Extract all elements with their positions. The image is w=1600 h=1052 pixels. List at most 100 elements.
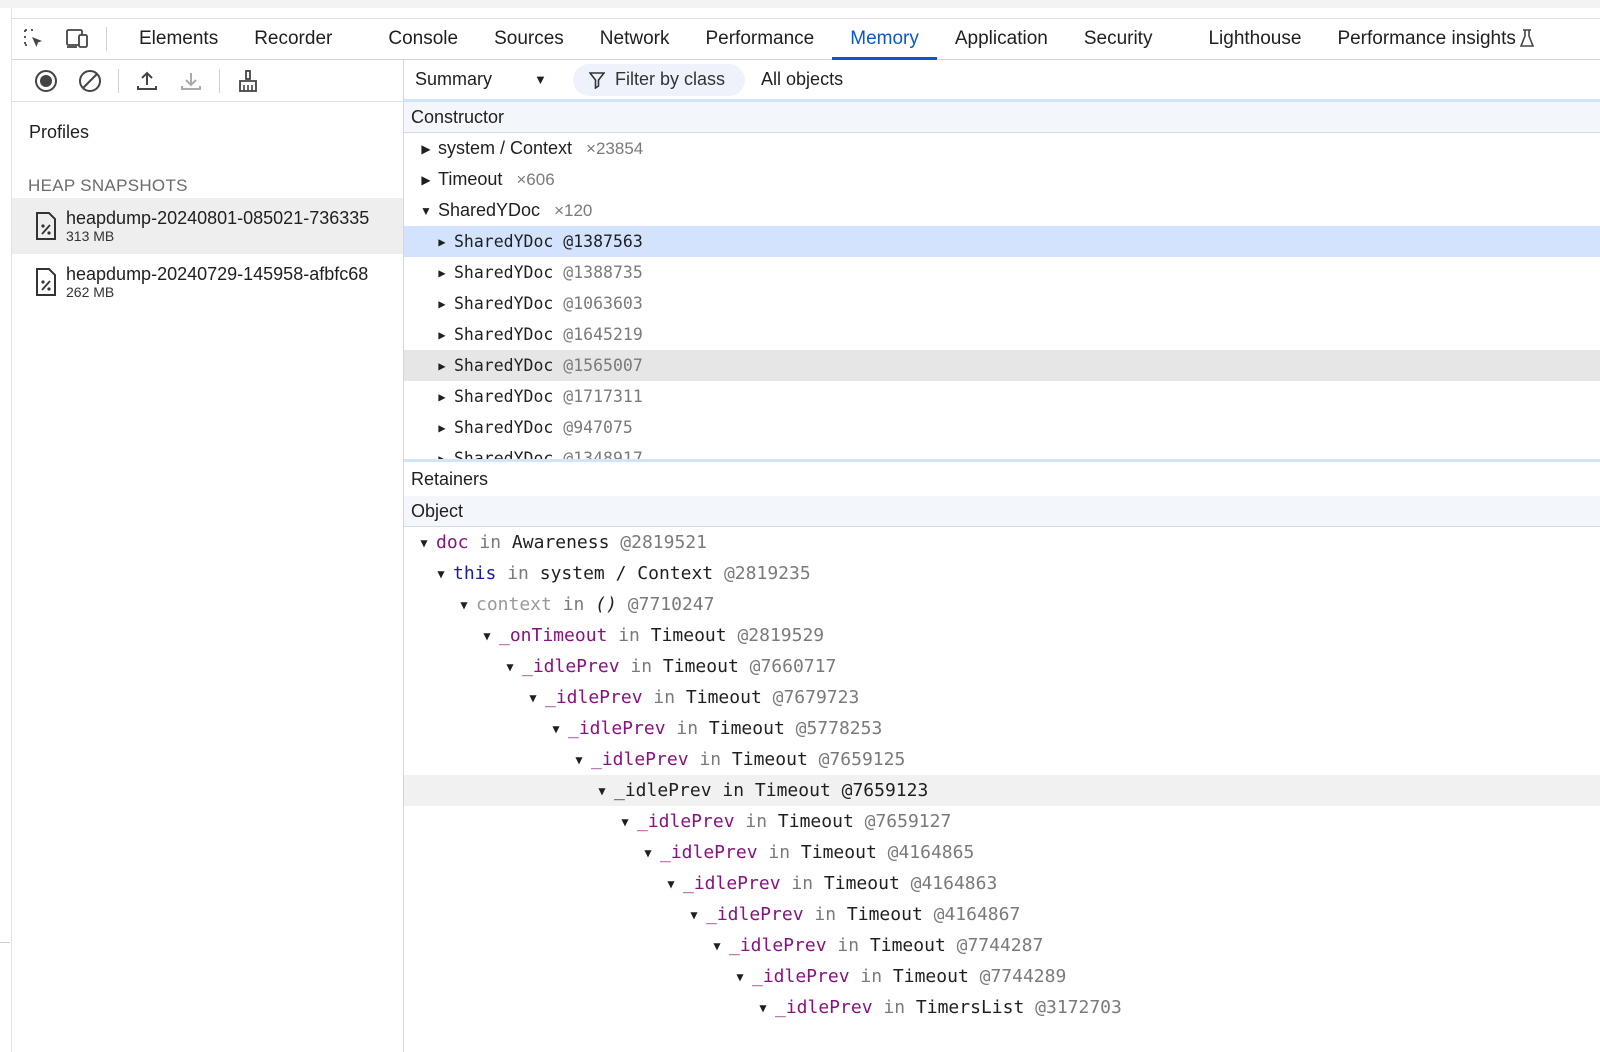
constructor-group-row[interactable]: ▶ Timeout ×606: [404, 164, 1600, 195]
collapse-triangle-icon[interactable]: ▼: [506, 659, 514, 674]
retainer-owner: (): [595, 594, 617, 615]
expand-triangle-icon[interactable]: ▶: [421, 172, 431, 187]
collapse-triangle-icon[interactable]: ▼: [483, 628, 491, 643]
collapse-triangle-icon[interactable]: ▼: [644, 845, 652, 860]
tab-console[interactable]: Console: [388, 28, 459, 49]
retainer-row[interactable]: ▼ _idlePrev in TimersList @3172703: [404, 992, 1600, 1023]
constructor-group-row[interactable]: ▶ system / Context ×23854: [404, 133, 1600, 164]
filter-by-class-button[interactable]: Filter by class: [573, 63, 746, 96]
tab-performance[interactable]: Performance: [705, 28, 815, 49]
instance-id: @1348917: [563, 449, 643, 462]
load-profile-icon[interactable]: [125, 61, 169, 101]
object-column-header[interactable]: Object: [404, 496, 1600, 527]
expand-triangle-icon[interactable]: ▶: [438, 265, 446, 280]
tab-performance-insights[interactable]: Performance insights: [1337, 28, 1516, 49]
retainer-row[interactable]: ▼ this in system / Context @2819235: [404, 558, 1600, 589]
collapse-triangle-icon[interactable]: ▼: [736, 969, 744, 984]
collapse-triangle-icon[interactable]: ▼: [529, 690, 537, 705]
retainer-row[interactable]: ▼ context in () @7710247: [404, 589, 1600, 620]
expand-triangle-icon[interactable]: ▶: [438, 358, 446, 373]
retainer-row[interactable]: ▼ _idlePrev in Timeout @7659123: [404, 775, 1600, 806]
view-toolbar: Summary ▼ Filter by class All objects: [404, 60, 1600, 102]
instance-row[interactable]: ▶ SharedYDoc @947075: [404, 412, 1600, 443]
object-scope-select[interactable]: All objects: [761, 69, 844, 89]
tab-recorder[interactable]: Recorder: [254, 28, 333, 49]
constructor-list: ▶ system / Context ×23854 ▶ Timeout ×606…: [404, 133, 1600, 462]
device-toolbar-icon[interactable]: [56, 19, 100, 59]
tab-application[interactable]: Application: [954, 28, 1048, 49]
tab-memory[interactable]: Memory: [832, 19, 937, 60]
snapshot-item[interactable]: heapdump-20240729-145958-afbfc68 262 MB: [12, 254, 403, 310]
retainer-id: @7744289: [979, 966, 1067, 987]
instance-row[interactable]: ▶ SharedYDoc @1348917: [404, 443, 1600, 462]
inspect-element-icon[interactable]: [12, 19, 56, 59]
in-keyword: in: [699, 749, 722, 770]
constructor-group-row[interactable]: ▼ SharedYDoc ×120: [404, 195, 1600, 226]
retainer-property: _idlePrev: [591, 749, 689, 770]
snapshot-item[interactable]: heapdump-20240801-085021-736335 313 MB: [12, 198, 403, 254]
collapse-triangle-icon[interactable]: ▼: [713, 938, 721, 953]
retainer-property: _idlePrev: [545, 687, 643, 708]
tab-bar-separator: [106, 27, 107, 51]
tab-network[interactable]: Network: [599, 28, 670, 49]
save-profile-icon[interactable]: [169, 61, 213, 101]
retainer-row[interactable]: ▼ _idlePrev in Timeout @4164865: [404, 837, 1600, 868]
instance-row[interactable]: ▶ SharedYDoc @1387563: [404, 226, 1600, 257]
instance-id: @1565007: [563, 356, 643, 375]
expand-triangle-icon[interactable]: ▶: [438, 451, 446, 462]
tab-lighthouse[interactable]: Lighthouse: [1208, 28, 1302, 49]
collapse-triangle-icon[interactable]: ▼: [460, 597, 468, 612]
collapse-triangle-icon[interactable]: ▼: [598, 783, 606, 798]
collapse-triangle-icon[interactable]: ▼: [621, 814, 629, 829]
retainer-property: _idlePrev: [522, 656, 620, 677]
clear-icon[interactable]: [68, 61, 112, 101]
instance-row[interactable]: ▶ SharedYDoc @1645219: [404, 319, 1600, 350]
retainer-property: _idlePrev: [568, 718, 666, 739]
tab-security[interactable]: Security: [1083, 28, 1153, 49]
retainer-id: @7659125: [818, 749, 906, 770]
retainer-owner: Timeout: [650, 625, 727, 646]
retainer-property: this: [453, 563, 497, 584]
retainer-row[interactable]: ▼ _idlePrev in Timeout @4164863: [404, 868, 1600, 899]
collect-garbage-icon[interactable]: [226, 61, 270, 101]
view-select[interactable]: Summary ▼: [415, 69, 565, 90]
collapse-triangle-icon[interactable]: ▼: [690, 907, 698, 922]
devtools-panel: Elements Recorder Console Sources Networ…: [12, 18, 1600, 1052]
in-keyword: in: [653, 687, 676, 708]
expand-triangle-icon[interactable]: ▶: [438, 420, 446, 435]
instance-row[interactable]: ▶ SharedYDoc @1388735: [404, 257, 1600, 288]
collapse-triangle-icon[interactable]: ▼: [759, 1000, 767, 1015]
collapse-triangle-icon[interactable]: ▼: [437, 566, 445, 581]
collapse-triangle-icon[interactable]: ▼: [667, 876, 675, 891]
retainer-row[interactable]: ▼ _onTimeout in Timeout @2819529: [404, 620, 1600, 651]
retainers-tree: ▼ doc in Awareness @2819521 ▼ this in sy…: [404, 527, 1600, 1047]
retainer-row[interactable]: ▼ _idlePrev in Timeout @7744287: [404, 930, 1600, 961]
expand-triangle-icon[interactable]: ▶: [438, 389, 446, 404]
retainer-row[interactable]: ▼ _idlePrev in Timeout @7660717: [404, 651, 1600, 682]
collapse-triangle-icon[interactable]: ▼: [420, 203, 432, 218]
retainer-row[interactable]: ▼ _idlePrev in Timeout @4164867: [404, 899, 1600, 930]
instance-row[interactable]: ▶ SharedYDoc @1717311: [404, 381, 1600, 412]
expand-triangle-icon[interactable]: ▶: [421, 141, 431, 156]
instance-row[interactable]: ▶ SharedYDoc @1063603: [404, 288, 1600, 319]
collapse-triangle-icon[interactable]: ▼: [575, 752, 583, 767]
expand-triangle-icon[interactable]: ▶: [438, 234, 446, 249]
retainer-row[interactable]: ▼ _idlePrev in Timeout @7744289: [404, 961, 1600, 992]
collapse-triangle-icon[interactable]: ▼: [552, 721, 560, 736]
tab-sources[interactable]: Sources: [494, 28, 564, 49]
expand-triangle-icon[interactable]: ▶: [438, 296, 446, 311]
retainer-property: _idlePrev: [752, 966, 850, 987]
record-icon[interactable]: [24, 61, 68, 101]
in-keyword: in: [507, 563, 529, 584]
collapse-triangle-icon[interactable]: ▼: [420, 535, 428, 550]
retainer-row[interactable]: ▼ _idlePrev in Timeout @7659125: [404, 744, 1600, 775]
retainer-row[interactable]: ▼ doc in Awareness @2819521: [404, 527, 1600, 558]
tab-elements[interactable]: Elements: [139, 28, 219, 49]
retainer-row[interactable]: ▼ _idlePrev in Timeout @7659127: [404, 806, 1600, 837]
retainer-row[interactable]: ▼ _idlePrev in Timeout @7679723: [404, 682, 1600, 713]
instance-row[interactable]: ▶ SharedYDoc @1565007: [404, 350, 1600, 381]
retainer-row[interactable]: ▼ _idlePrev in Timeout @5778253: [404, 713, 1600, 744]
retainer-id: @7710247: [627, 594, 715, 615]
expand-triangle-icon[interactable]: ▶: [438, 327, 446, 342]
constructor-column-header[interactable]: Constructor: [404, 102, 1600, 133]
